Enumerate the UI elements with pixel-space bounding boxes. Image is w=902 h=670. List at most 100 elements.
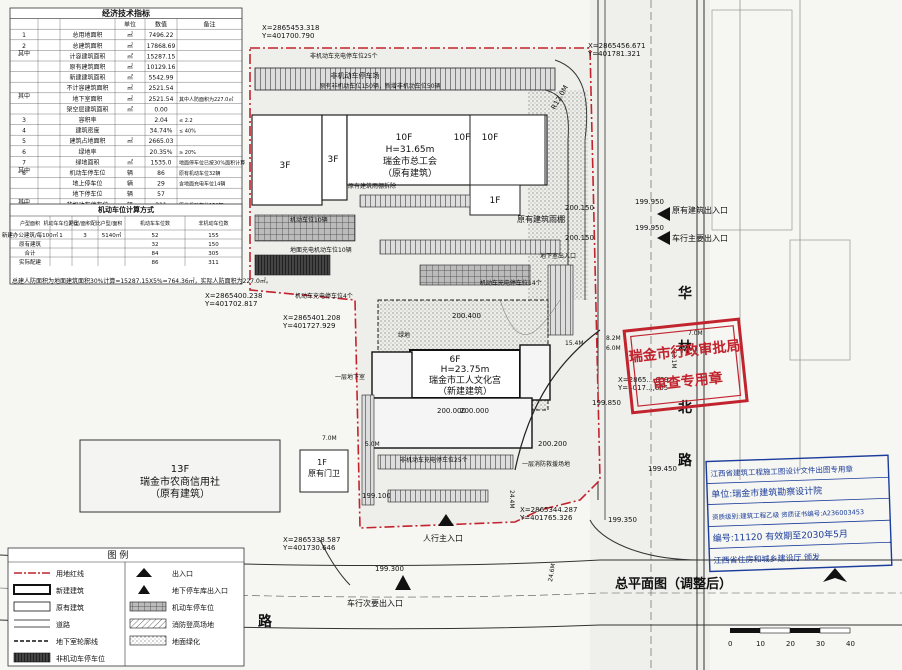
new-floors: 6F: [450, 355, 461, 365]
eco-cell: 地下室面积: [72, 95, 102, 103]
bank-name: 瑞金市农商信用社: [140, 475, 220, 488]
svg-text:X=2865...,659: X=2865...,659: [618, 376, 669, 384]
svg-text:X=2865400.238: X=2865400.238: [205, 292, 262, 300]
svg-text:7.0M: 7.0M: [322, 435, 337, 442]
parking-rows: 机动车位10辆 地面充电机动车位10辆 机动车充电停车位4个 机动车充电停车位1…: [254, 194, 576, 336]
eco-cell: 17868.69: [147, 43, 176, 50]
park-header: 机动车车位数: [140, 220, 170, 227]
eco-header: 数值: [155, 21, 167, 29]
svg-text:33.1M: 33.1M: [670, 350, 677, 369]
eco-cell: 辆: [127, 190, 133, 198]
eco-cell: 架空层建筑面积: [66, 105, 108, 113]
gate-name: 原有门卫: [308, 468, 340, 478]
eco-cell: 5542.99: [149, 75, 174, 82]
svg-text:Y=401781.321: Y=401781.321: [587, 50, 640, 58]
entrance-markers: 原有建筑出入口 车行主要出入口 人行主入口 车行次要出入口: [347, 205, 728, 608]
svg-text:24.6M: 24.6M: [547, 563, 557, 582]
eco-cell: 建筑密度: [75, 127, 99, 135]
eco-side-label: 其中: [18, 198, 30, 206]
park-cell: 155: [208, 233, 219, 239]
park-header: 非机动车位数: [198, 220, 228, 227]
svg-text:199.350: 199.350: [608, 516, 637, 524]
plan-title: 总平面图（调整后）: [615, 576, 732, 592]
svg-text:30: 30: [816, 640, 825, 648]
eco-cell: 7: [22, 159, 26, 166]
eco-cell: 4: [22, 128, 26, 135]
eco-cell: 含地面充电车位14辆: [179, 181, 225, 188]
eco-cell: 辆: [127, 180, 133, 188]
eco-cell: 计容建筑面积: [69, 52, 105, 60]
eco-cell: 原有机动车位32辆: [179, 170, 220, 177]
park-cell: 311: [208, 260, 219, 266]
park-cell: 原有建筑: [19, 240, 42, 248]
svg-text:Y=401727.929: Y=401727.929: [282, 322, 335, 330]
parking-table: 机动车位计算方式户型面积机动车车位配比户型/面积配比户型/面积机动车车位数非机动…: [2, 203, 243, 285]
eco-header: 单位: [124, 21, 136, 29]
svg-text:200.150: 200.150: [565, 234, 594, 242]
charge-10-label: 地面充电机动车位10辆: [290, 246, 352, 254]
green-icon: [129, 635, 167, 646]
eco-side-label: 其中: [18, 92, 30, 100]
eco-cell: 建筑占地面积: [69, 137, 105, 145]
svg-text:199.950: 199.950: [635, 224, 664, 232]
park-table-title: 机动车位计算方式: [98, 205, 154, 214]
new-culture-palace: 6F H=23.75m 瑞金市工人文化宫 （新建建筑） 绿地: [371, 299, 551, 449]
eco-cell: 机动车停车位: [69, 169, 105, 177]
eco-cell: 辆: [127, 169, 133, 177]
svg-text:编号:11120 有效期至2030年5月: 编号:11120 有效期至2030年5月: [713, 528, 848, 545]
park-cell: 84: [152, 251, 159, 257]
nonmotor-25-label: 非机动车充电停车位25个: [310, 52, 378, 60]
svg-text:Y=401730.646: Y=401730.646: [282, 544, 336, 552]
svg-text:8.2M: 8.2M: [606, 335, 621, 342]
svg-text:江西省住房和城乡建设厅 颁发: 江西省住房和城乡建设厅 颁发: [713, 552, 820, 566]
park-header: 户型/面积配比: [69, 220, 101, 227]
eco-cell: ㎡: [127, 105, 133, 113]
eco-cell: 总建筑面积: [72, 42, 102, 50]
existing-building-icon: [13, 601, 51, 612]
eco-cell: 绿地率: [78, 148, 96, 156]
svg-text:0: 0: [728, 640, 732, 648]
scale-bar: 0 10 20 30 40: [728, 627, 855, 648]
svg-text:200.000: 200.000: [460, 407, 489, 415]
civil-defense-note: 总建人防面积为地面建筑面积30%计算=15287.15X5%=764.36㎡，实…: [12, 277, 272, 285]
nonmotor-parking-top: 非机动车停车场 原有非机动车位150辆，新增非机动车位50辆 非机动车充电停车位…: [254, 52, 556, 91]
legend-label: 用地红线: [56, 569, 84, 578]
park-header: 机动车车位配比: [43, 220, 78, 227]
eco-cell: 7496.22: [149, 32, 174, 39]
eco-cell: 57: [157, 191, 165, 198]
svg-text:40: 40: [846, 640, 855, 648]
eco-cell: 容积率: [78, 116, 96, 124]
svg-text:江西省建筑工程施工图设计文件出图专用章: 江西省建筑工程施工图设计文件出图专用章: [710, 463, 853, 478]
svg-text:6.0M: 6.0M: [606, 345, 621, 352]
eco-cell: 0.00: [154, 106, 168, 113]
svg-text:X=2865453.318: X=2865453.318: [262, 24, 319, 32]
eco-cell: 2.04: [154, 117, 168, 124]
arrow-up-icon: [136, 568, 152, 577]
nonmotor-bottom: [377, 454, 514, 470]
b10f-b-label: 10F: [482, 133, 499, 143]
eco-cell: 34.74%: [150, 128, 173, 135]
eco-cell: 地上停车位: [72, 180, 102, 188]
legend-label: 机动车停车位: [172, 603, 214, 612]
eco-cell: 总用地面积: [72, 31, 102, 39]
eco-cell: ㎡: [127, 63, 133, 71]
parking-icon: [129, 601, 167, 612]
svg-text:20: 20: [786, 640, 795, 648]
eco-cell: 29: [157, 181, 165, 188]
north-arrow-icon: [823, 568, 847, 582]
exit-top-label: 原有建筑出入口: [672, 205, 728, 215]
exit-person-label: 人行主入口: [423, 533, 463, 543]
svg-text:林: 林: [678, 339, 692, 356]
basement-entry-label: 地下室出入口: [540, 252, 576, 260]
dimensions: 8.2M 6.0M 24.4M 5.0M 15.4M 7.0M 33.1M 7.…: [322, 330, 703, 582]
nonmotor-top-label: 非机动车停车场: [331, 71, 380, 80]
park-cell: 5140㎡: [102, 231, 122, 239]
legend: 图 例 用地红线出入口新建建筑地下停车库出入口原有建筑机动车停车位道路消防登高场…: [7, 547, 245, 667]
svg-text:15.4M: 15.4M: [565, 340, 584, 347]
park-cell: 52: [152, 233, 159, 239]
charge-14-label: 机动车充电停车位14个: [480, 279, 542, 287]
svg-text:5.0M: 5.0M: [365, 441, 380, 448]
